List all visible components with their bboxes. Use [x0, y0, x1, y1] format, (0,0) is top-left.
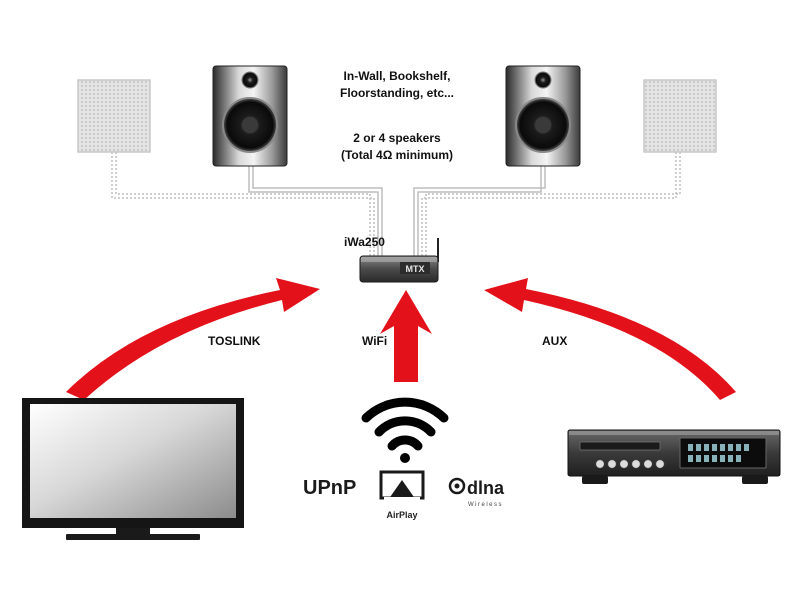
wifi-arrow: [380, 290, 432, 382]
amplifier-icon: MTX: [359, 238, 439, 283]
wifi-icon: [361, 397, 449, 463]
airplay-label: AirPlay: [386, 510, 417, 520]
signal-arrows: [66, 278, 736, 400]
wire-left-outer: [111, 152, 375, 258]
dlna-subtext: Wireless: [468, 502, 503, 508]
bookshelf-speaker-right: [505, 65, 581, 167]
cd-player-icon: [567, 429, 781, 484]
dlna-logo: dlna Wireless: [448, 477, 505, 508]
in-wall-speaker-left: [77, 79, 151, 153]
speaker-note-line4: (Total 4Ω minimum): [341, 148, 453, 162]
speaker-note: In-Wall, Bookshelf, Floorstanding, etc..…: [340, 69, 454, 162]
speaker-note-line1: In-Wall, Bookshelf,: [344, 69, 451, 83]
bookshelf-speaker-left: [212, 65, 288, 167]
speaker-note-line3: 2 or 4 speakers: [353, 131, 441, 145]
speaker-wiring: [111, 152, 681, 258]
airplay-icon: [379, 470, 425, 500]
dlna-text: dlna: [467, 478, 505, 498]
aux-label: AUX: [542, 334, 567, 348]
amplifier-brand: MTX: [406, 264, 425, 274]
toslink-label: TOSLINK: [208, 334, 261, 348]
wire-left-inner: [248, 166, 383, 258]
in-wall-speaker-right: [643, 79, 717, 153]
speaker-note-line2: Floorstanding, etc...: [340, 86, 454, 100]
amplifier-label: iWa250: [344, 235, 385, 249]
wifi-label: WiFi: [362, 334, 387, 348]
aux-arrow: [484, 278, 736, 400]
upnp-logo: UPnP: [303, 477, 356, 499]
wire-right-inner: [413, 166, 546, 258]
wire-right-outer: [421, 152, 681, 258]
tv-icon: [22, 398, 244, 540]
toslink-arrow: [66, 278, 320, 400]
